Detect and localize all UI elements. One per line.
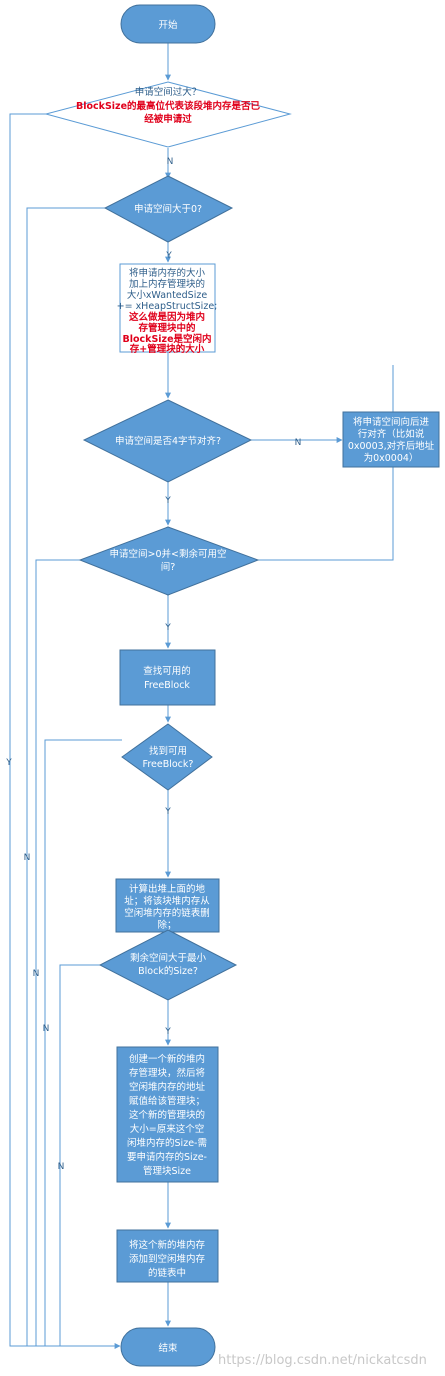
edge-labels: N Y N Y Y Y Y Y N N N N: [5, 157, 301, 1172]
find-line2: FreeBlock: [144, 680, 190, 691]
remaining-line1: 申请空间>0并<剩余可用空: [110, 548, 227, 560]
calc-line2: 址；将该块堆内存从: [124, 895, 210, 907]
end-label: 结束: [158, 1342, 178, 1354]
add-line7: BlockSize是空闲内: [122, 333, 211, 345]
add-line1: 将申请内存的大小: [129, 267, 206, 279]
edge-label-remaining-y: Y: [164, 623, 171, 633]
edge-label-found-n: N: [43, 1024, 50, 1034]
edge-label-min-y: Y: [164, 1027, 171, 1037]
connectors: [9, 43, 394, 1349]
create-line9: 管理块Size: [143, 1165, 191, 1177]
process-insert-list: 将这个新的堆内存 添加到空闲堆内存 的链表中: [116, 1229, 219, 1283]
add-line8: 存+管理块的大小: [129, 343, 205, 355]
end-node: 结束: [120, 1327, 216, 1367]
edge-gt0-no-to-end: [26, 207, 105, 1346]
start-label: 开始: [158, 19, 178, 31]
insert-line1: 将这个新的堆内存: [129, 1239, 206, 1251]
create-line5: 这个新的管理块的: [129, 1109, 205, 1121]
align-line1: 将申请空间向后进: [353, 416, 430, 428]
start-node: 开始: [120, 4, 216, 44]
add-line4: += xHeapStructSize;: [117, 301, 218, 312]
create-line2: 存管理块，然后将: [129, 1067, 206, 1079]
min-line2: Block的Size?: [138, 965, 198, 977]
edge-label-found-y: Y: [164, 807, 171, 817]
add-line5: 这么做是因为堆内: [129, 311, 205, 323]
aligned-label: 申请空间是否4字节对齐?: [115, 435, 221, 447]
calc-line4: 除；: [157, 919, 176, 931]
min-line1: 剩余空间大于最小: [130, 952, 207, 964]
decision-min-size: 剩余空间大于最小 Block的Size?: [98, 929, 238, 1001]
align-line4: 为0x0004）: [364, 452, 419, 464]
watermark: https://blog.csdn.net/nickatcsdn: [218, 1353, 427, 1368]
decision-found: 找到可用 FreeBlock?: [121, 723, 213, 791]
edge-label-remaining-n: N: [33, 969, 40, 979]
edge-label-align-y: Y: [164, 496, 171, 506]
calc-line1: 计算出堆上面的地: [129, 883, 206, 895]
edge-label-gt0-n: N: [24, 853, 31, 863]
edge-label-align-n: N: [295, 438, 302, 448]
decision-aligned: 申请空间是否4字节对齐?: [82, 399, 253, 483]
create-line4: 赋值给该管理块；: [129, 1095, 205, 1107]
too-large-line2: BlockSize的最高位代表该段堆内存是否已: [76, 100, 261, 112]
edge-label-n1: N: [167, 157, 174, 167]
find-line1: 查找可用的: [143, 665, 191, 677]
create-line3: 空闲堆内存的地址: [129, 1081, 206, 1093]
edge-label-large-y: Y: [5, 758, 12, 768]
create-line7: 闲堆内存的Size-需: [127, 1137, 207, 1149]
too-large-line1: 申请空间过大？: [135, 86, 202, 98]
create-line6: 大小=原来这个空: [130, 1123, 204, 1135]
edge-label-min-n: N: [58, 1162, 65, 1172]
create-line8: 要申请内存的Size-: [127, 1151, 207, 1163]
found-line1: 找到可用: [149, 745, 187, 757]
process-align: 将申请空间向后进 行对齐（比如说 0x0003,对齐后地址 为0x0004）: [342, 411, 440, 468]
edge-min-no-to-end: [59, 964, 100, 1346]
decision-remaining: 申请空间>0并<剩余可用空 间?: [78, 526, 260, 596]
decision-gt0: 申请空间大于0?: [103, 175, 234, 243]
align-line3: 0x0003,对齐后地址: [348, 440, 435, 452]
process-find-block: 查找可用的 FreeBlock: [119, 649, 216, 706]
process-add-header: 将申请内存的大小 加上内存管理块的 大小xWantedSize += xHeap…: [117, 263, 218, 355]
process-create-block: 创建一个新的堆内 存管理块，然后将 空闲堆内存的地址 赋值给该管理块； 这个新的…: [116, 1046, 219, 1183]
insert-line2: 添加到空闲堆内存: [129, 1253, 206, 1265]
found-line2: FreeBlock?: [143, 759, 194, 770]
create-line1: 创建一个新的堆内: [129, 1053, 205, 1065]
process-calc-address: 计算出堆上面的地 址；将该块堆内存从 空闲堆内存的链表删 除；: [115, 878, 220, 933]
remaining-line2: 间?: [161, 561, 176, 573]
add-line3: 大小xWantedSize: [127, 289, 208, 301]
gt0-label: 申请空间大于0?: [134, 203, 202, 215]
add-line6: 存管理块中的: [137, 322, 196, 334]
edge-found-no-to-end: [44, 739, 122, 1346]
align-line2: 行对齐（比如说: [358, 428, 425, 440]
edge-remaining-no-to-end: [35, 559, 106, 1346]
insert-line3: 的链表中: [148, 1267, 186, 1279]
calc-line3: 空闲堆内存的链表删: [124, 907, 210, 919]
decision-too-large: 申请空间过大？ BlockSize的最高位代表该段堆内存是否已 经被申请过: [44, 81, 292, 148]
add-line2: 加上内存管理块的: [129, 278, 205, 290]
edge-label-y1: Y: [165, 251, 172, 261]
too-large-line3: 经被申请过: [144, 113, 192, 125]
